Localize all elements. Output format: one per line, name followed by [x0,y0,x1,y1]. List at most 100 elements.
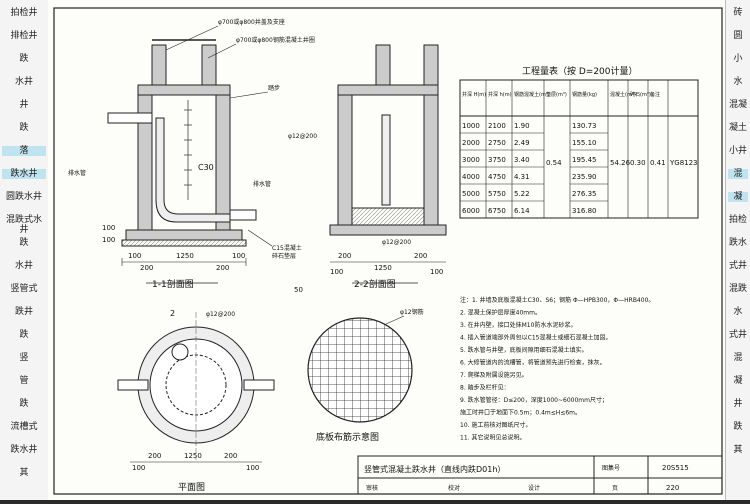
dim-2: 200 [140,264,153,272]
sidebar-item[interactable]: 竖管式 [10,284,38,294]
sidebar-item[interactable]: 水井 [14,261,33,271]
sidebar-item[interactable]: 跌 [19,54,29,64]
sidebar-item[interactable]: 混凝 [728,100,747,110]
table-cell: YG8123 [669,159,698,167]
label-rebar-22b: φ12@200 [382,239,411,246]
title-block-title: 竖管式混凝土跌水井（直线内跌D01h） [364,464,505,474]
dim-5: 100 [232,252,245,260]
svg-text:200: 200 [148,452,161,460]
middle-num: 50 [294,286,303,294]
table-title: 工程量表（按 D=200计量） [522,65,638,77]
table-cell: 195.45 [572,156,597,164]
sidebar-item[interactable]: 井 [19,100,29,110]
table-header: 井深 h(m) [488,91,512,98]
svg-text:校对: 校对 [448,484,460,492]
dim-side-1: 100 [102,236,115,244]
table-cell: 54.26 [610,159,631,167]
sidebar-item[interactable]: 井 [733,399,743,409]
sidebar-item[interactable]: 小 [733,54,743,64]
sidebar-item[interactable]: 混跌式水井 [5,215,42,235]
note-line: 11. 其它说明见总说明。 [460,434,525,442]
sidebar-item[interactable]: 跌水井 [2,169,46,179]
title-plan: 平面图 [178,482,205,493]
table-cell: 6750 [488,207,506,215]
svg-text:页: 页 [612,485,618,492]
sidebar-item[interactable]: 拍检 [728,215,747,225]
sidebar-item[interactable]: 水 [733,307,743,317]
sidebar-item[interactable]: 式井 [728,330,747,340]
technical-drawing: φ700或φ800井盖及支座 φ700或φ800钢筋混凝土井圈 踏步 排水管 C… [53,7,723,495]
sidebar-item[interactable]: 小井 [728,146,747,156]
table-cell: 5.22 [514,190,530,198]
sidebar-item[interactable]: 凝土 [728,123,747,133]
chamber-wall-right [215,84,231,231]
sidebar-item[interactable]: 砖 [733,8,743,18]
sidebar-item[interactable]: 跌 [19,123,29,133]
dim-1: 100 [128,252,141,260]
table-header: 备注 [650,91,660,98]
sidebar-item[interactable]: 流槽式 [10,422,38,432]
drawing-paper: φ700或φ800井盖及支座 φ700或φ800钢筋混凝土井圈 踏步 排水管 C… [48,0,726,500]
sidebar-item[interactable]: 竖 [19,353,29,363]
sidebar-item[interactable]: 跌 [19,330,29,340]
sidebar-item[interactable]: 混 [733,353,743,363]
slab-reinforcement: φ12钢筋 底板布筋示意图 [307,308,424,443]
notes: 注：1. 井墙及底板混凝土C30、S6；钢筋 Φ—HPB300，Φ—HRB400… [460,296,654,442]
note-line: 4. 插入管道端部外周包以C15混凝土或细石混凝土加固。 [460,334,611,342]
sidebar-item[interactable]: 拍检井 [10,8,38,18]
sidebar-item[interactable]: 落 [2,146,46,156]
quantity-table: 工程量表（按 D=200计量） 井深 H(m)井深 h(m)钢筋混凝土(m³)垫… [459,65,699,219]
inlet-pipe [107,112,153,124]
sidebar-item[interactable]: 凝 [733,376,743,386]
sidebar-item[interactable]: 混跌 [728,284,747,294]
sidebar-item[interactable]: 跌 [19,238,29,248]
sidebar-item[interactable]: 凝 [728,192,748,202]
label-ladder: 踏步 [268,84,280,92]
svg-text:200: 200 [338,252,351,260]
sidebar-item[interactable]: 其 [733,445,743,455]
sidebar-item[interactable]: 管 [19,376,29,386]
sidebar-item[interactable]: 排检井 [10,31,38,41]
svg-text:100: 100 [330,268,343,276]
sidebar-item[interactable]: 水 [733,77,743,87]
sidebar-item[interactable]: 跌水井 [10,445,38,455]
label-cover: φ700或φ800井盖及支座 [218,18,285,26]
right-sidebar: 砖圆小水混凝凝土小井混凝拍检跌水式井混跌水式井混凝井跌其 [725,0,750,500]
table-header: 碎石(m³) [630,91,651,98]
table-cell: 0.54 [546,159,562,167]
svg-text:审核: 审核 [366,484,378,492]
sidebar-item[interactable]: 圆 [733,31,743,41]
table-cell: 3.40 [514,156,530,164]
sidebar-item[interactable]: 混 [728,169,748,179]
label-ring: φ700或φ800钢筋混凝土井圈 [236,36,315,44]
table-cell: 1.90 [514,122,530,130]
table-cell: 0.30 [630,159,646,167]
shaft-wall-left [151,44,167,86]
table-cell: 2100 [488,122,506,130]
table-cell: 316.80 [572,207,597,215]
label-plan-rebar: φ12@200 [206,311,235,318]
table-cell: 4.31 [514,173,530,181]
table-cell: 5750 [488,190,506,198]
sidebar-item[interactable]: 跌 [733,422,743,432]
sidebar-item[interactable]: 跌 [19,399,29,409]
title-grid: 底板布筋示意图 [316,431,379,443]
sidebar-item[interactable]: 水井 [14,77,33,87]
sidebar-item[interactable]: 跌水 [728,238,747,248]
table-header: 钢筋混凝土(m³) [514,91,550,98]
label-grid-rebar: φ12钢筋 [400,308,424,316]
table-cell: 155.10 [572,139,597,147]
note-line: 3. 在井内壁，接口处抹M10防水水泥砂浆。 [460,321,576,329]
note-line: 10. 施工前核对图纸尺寸。 [460,421,531,429]
sidebar-item[interactable]: 圆跌水井 [5,192,42,202]
title-2-2: 2-2剖面图 [354,278,396,290]
table-cell: 235.90 [572,173,597,181]
sidebar-item[interactable]: 式井 [728,261,747,271]
table-cell: 3750 [488,156,506,164]
note-line: 9. 跌水管管径：D≤200，深度1000~6000mm尺寸； [460,396,608,404]
label-pipe: 排水管 [253,180,271,188]
sidebar-item[interactable]: 跌井 [14,307,33,317]
table-header: 垫层(m³) [546,91,567,98]
sidebar-item[interactable]: 其 [19,468,29,478]
svg-text:图集号: 图集号 [602,464,620,472]
